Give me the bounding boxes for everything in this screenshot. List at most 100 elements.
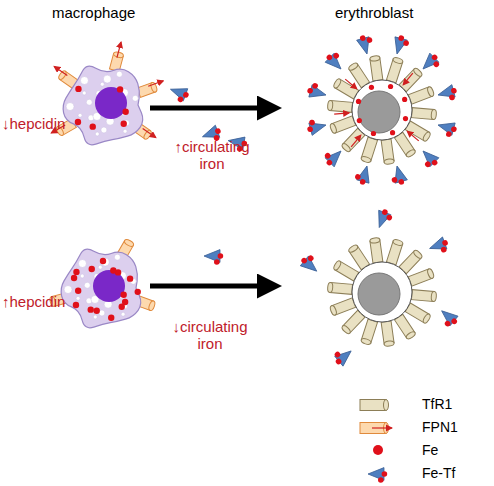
fe-tf <box>306 82 328 102</box>
protein <box>360 400 389 411</box>
iron-dot <box>89 266 95 272</box>
fe-tf <box>321 145 345 169</box>
shape <box>325 159 333 167</box>
vacuole <box>101 127 107 133</box>
nucleus <box>358 91 400 133</box>
iron-flux-arrow <box>351 135 361 146</box>
shape <box>398 178 405 185</box>
shape <box>359 35 366 42</box>
fe-tf <box>418 51 442 75</box>
protein <box>386 57 403 83</box>
column-heading: erythroblast <box>335 4 445 21</box>
iron-dot <box>90 123 96 129</box>
iron-flux-arrow <box>345 79 356 89</box>
vacuole <box>121 312 125 316</box>
shape <box>405 148 416 158</box>
vacuole <box>82 91 86 95</box>
shape <box>432 60 440 68</box>
shape <box>359 178 366 185</box>
shape <box>403 40 410 47</box>
legend-text: TfR1 <box>422 396 452 412</box>
protein <box>361 319 378 345</box>
iron-flux-arrow <box>54 66 67 75</box>
vacuole <box>76 296 80 300</box>
iron-dot <box>108 314 114 320</box>
shape <box>405 330 416 340</box>
shape <box>182 91 189 98</box>
shape <box>330 100 353 112</box>
fe-tf <box>436 84 458 104</box>
vacuole <box>116 71 122 77</box>
annotation: ↑circulating iron <box>166 138 258 172</box>
shape <box>398 35 405 42</box>
fe-tf <box>204 250 223 265</box>
shape <box>381 209 388 216</box>
shape <box>341 142 352 153</box>
protein <box>411 290 436 302</box>
shape <box>431 109 437 119</box>
shape <box>307 126 314 133</box>
protein <box>381 321 394 347</box>
iron-dot <box>75 119 81 125</box>
protein <box>361 137 378 163</box>
shape <box>450 126 457 133</box>
iron-dot <box>402 97 407 102</box>
shape <box>450 87 457 94</box>
iron-dot <box>390 130 395 135</box>
shape <box>177 96 184 103</box>
nucleus <box>95 87 127 119</box>
shape <box>431 53 439 61</box>
fe-tf <box>298 252 322 276</box>
shape <box>392 57 403 65</box>
shape <box>427 86 435 97</box>
protein <box>411 108 436 120</box>
shape <box>329 123 337 134</box>
shape <box>335 358 343 366</box>
iron-dot <box>403 116 408 121</box>
iron-dot <box>110 267 116 273</box>
iron-dot <box>100 258 106 264</box>
iron-dot <box>122 109 128 115</box>
shape <box>450 317 458 325</box>
shape <box>360 400 386 411</box>
iron-dot <box>120 292 126 298</box>
iron-flux-arrow <box>372 427 392 428</box>
protein <box>333 260 359 281</box>
shape <box>148 300 156 311</box>
iron-flux-arrow <box>407 131 418 141</box>
shape <box>214 128 221 135</box>
fe-tf <box>417 146 441 170</box>
shape <box>329 305 337 316</box>
shape <box>300 257 308 265</box>
iron-flux-arrow <box>117 42 121 57</box>
shape <box>354 173 361 180</box>
fe-tf <box>167 83 190 104</box>
annotation: ↑hepcidin <box>2 293 92 310</box>
protein <box>381 139 394 165</box>
shape <box>333 260 342 271</box>
shape <box>334 351 342 359</box>
shape <box>424 160 432 168</box>
shape <box>391 177 398 184</box>
shape <box>370 55 381 61</box>
shape <box>422 313 431 324</box>
shape <box>330 282 353 294</box>
macrophage-cell <box>63 66 143 145</box>
iron-dot <box>371 131 376 136</box>
protein <box>327 100 352 112</box>
fe-tf <box>427 236 450 257</box>
shape <box>427 237 446 255</box>
protein <box>408 268 434 286</box>
protein <box>370 237 383 263</box>
shape <box>324 152 332 160</box>
iron-flux-arrow <box>148 81 163 86</box>
iron-dot <box>356 99 361 104</box>
annotation: ↓hepcidin <box>2 115 92 132</box>
shape <box>327 100 333 110</box>
vacuole <box>86 99 92 105</box>
shape <box>332 52 340 60</box>
shape <box>366 37 373 44</box>
iron-dot <box>94 308 100 314</box>
legend-text: FPN1 <box>422 419 458 435</box>
vacuole <box>84 282 90 288</box>
